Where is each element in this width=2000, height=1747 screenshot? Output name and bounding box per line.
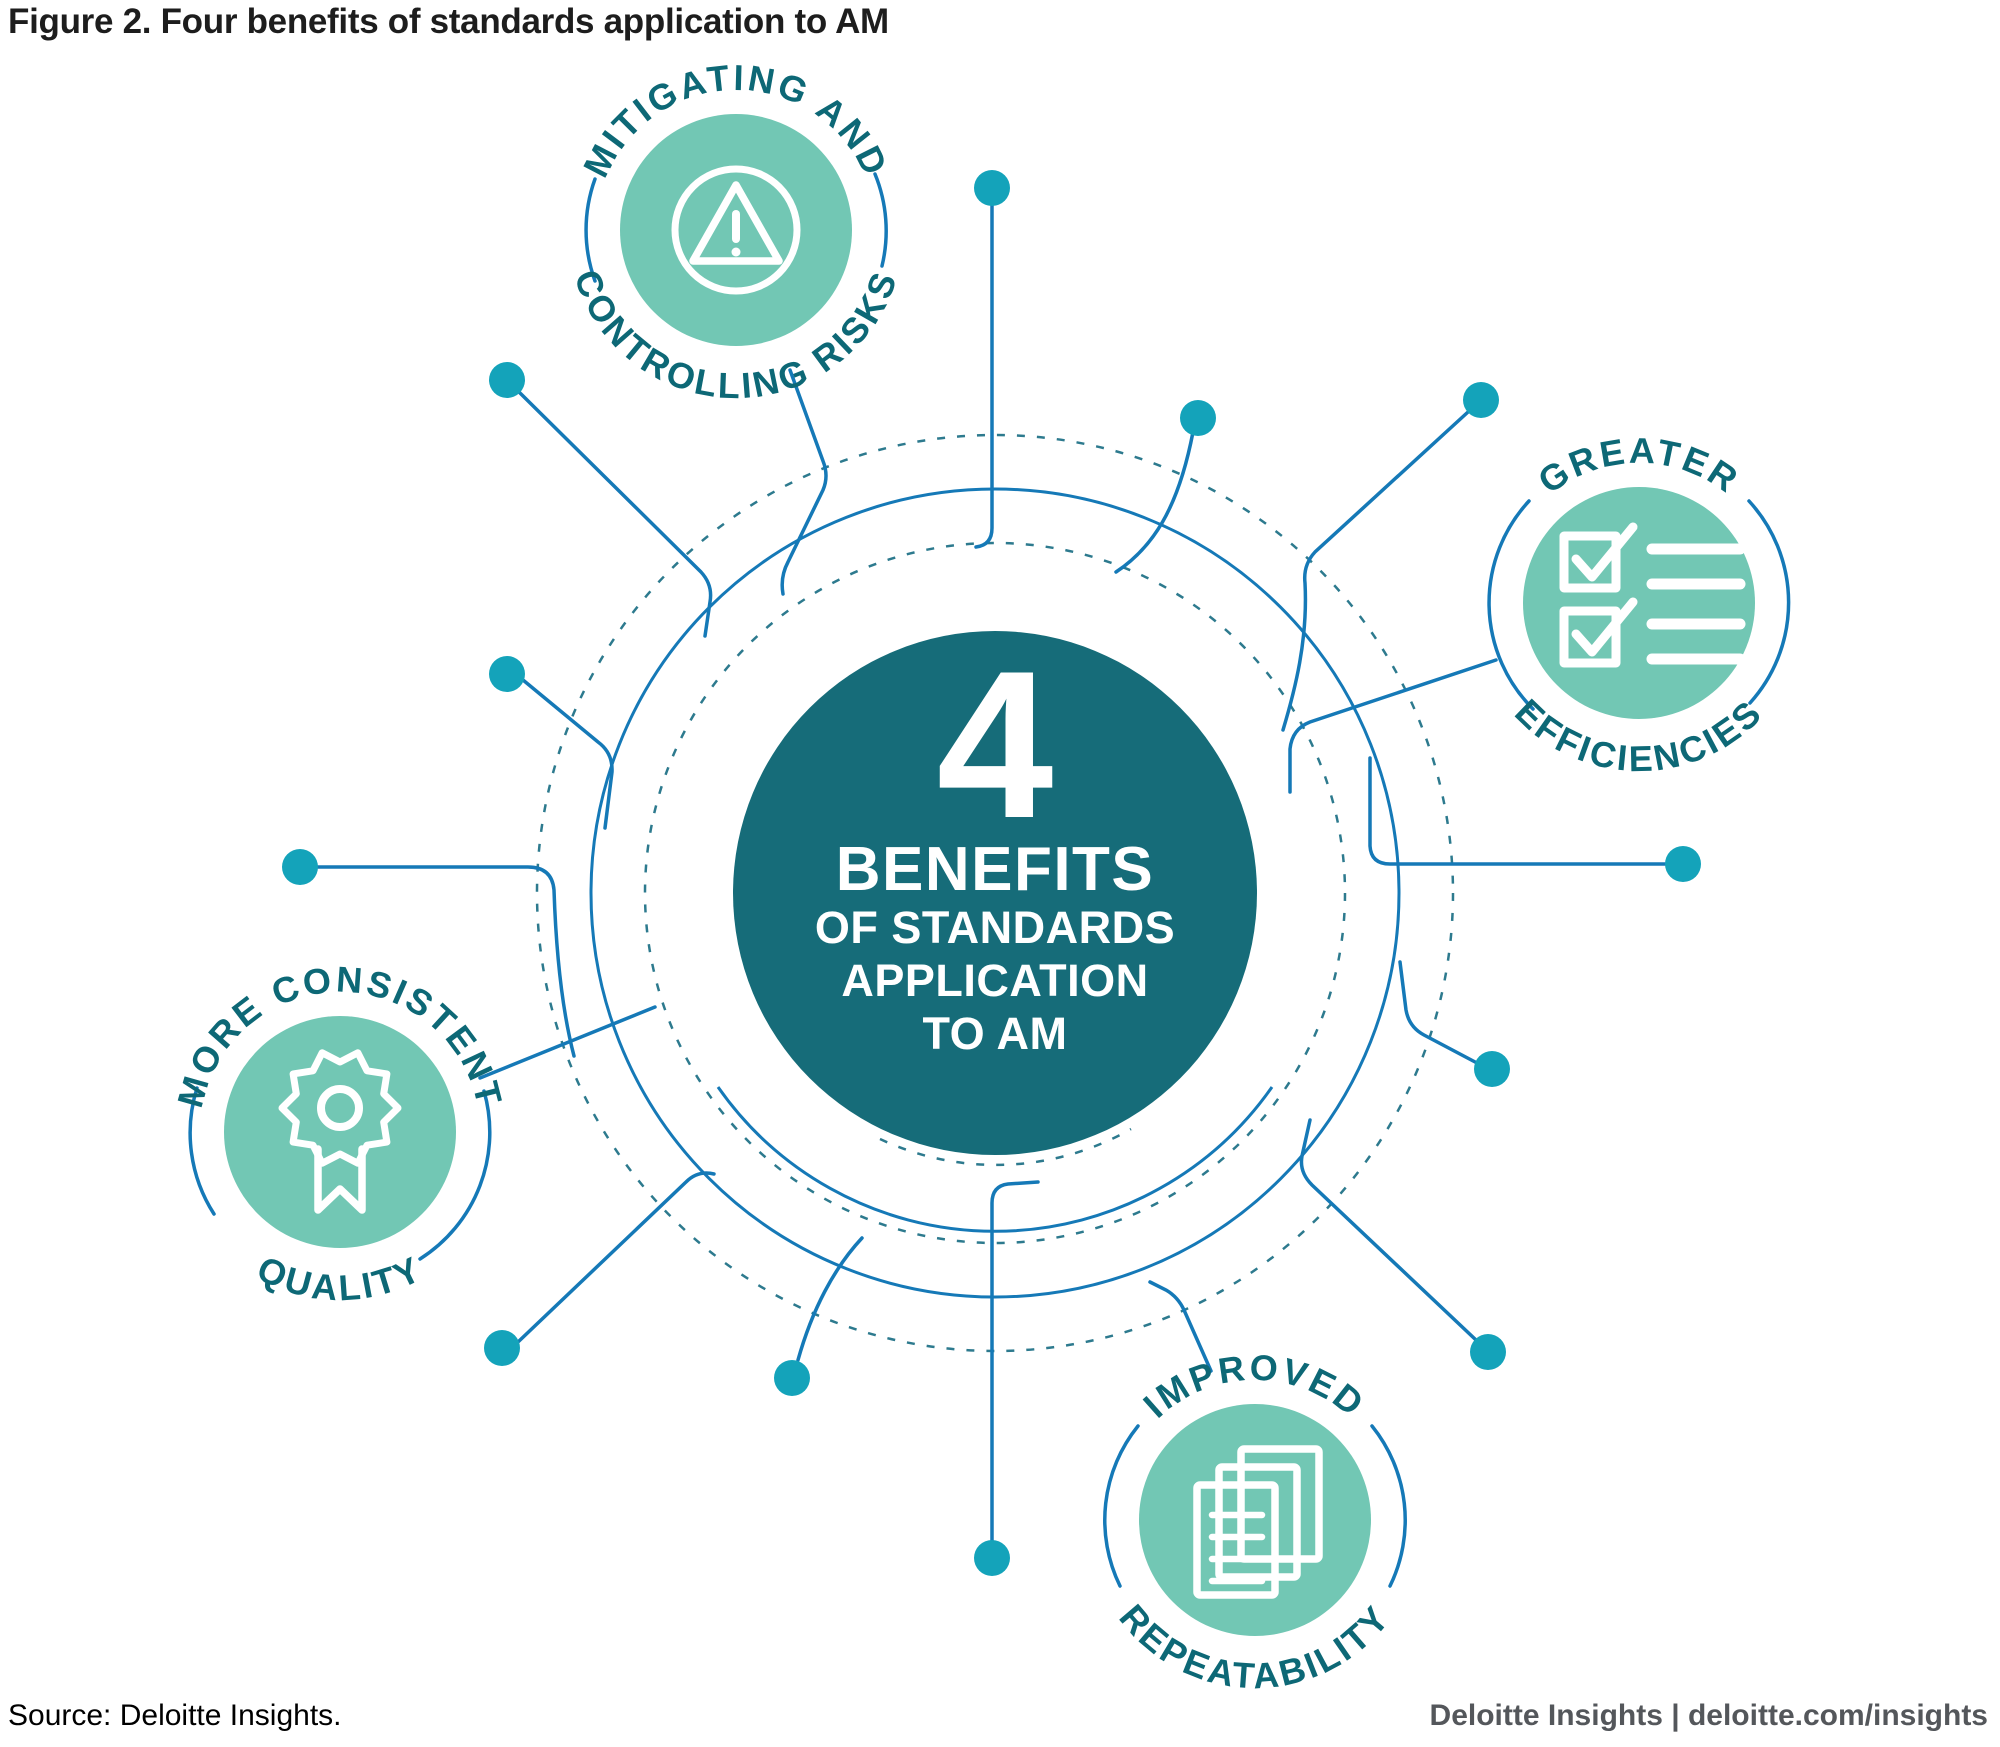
- connector-dots: [282, 170, 1701, 1576]
- center-subtitle-line: TO AM: [923, 1008, 1068, 1059]
- benefit-risks: MITIGATING AND CONTROLLING RISKS: [566, 57, 902, 407]
- radial-line: [990, 1180, 1040, 1543]
- radial-line: [516, 1171, 716, 1344]
- radial-line: [1299, 1118, 1478, 1342]
- radial-line: [517, 390, 713, 638]
- radial-line: [796, 1236, 864, 1362]
- label-ring-arc: [873, 172, 888, 268]
- connector-dot: [1180, 400, 1216, 436]
- label-ring-arc: [188, 1086, 216, 1216]
- benefit-repeatability: IMPROVED REPEATABILITY: [1103, 1346, 1407, 1697]
- warning-triangle-icon: [671, 165, 801, 295]
- connector-dot: [489, 656, 525, 692]
- center-number: 4: [937, 627, 1054, 862]
- connector-dot: [974, 1540, 1010, 1576]
- connector-dot: [1463, 382, 1499, 418]
- label-ring-arc: [418, 1089, 492, 1261]
- checklist-icon: [1559, 522, 1746, 668]
- center-circle-group: 4 BENEFITS OF STANDARDS APPLICATION TO A…: [733, 627, 1257, 1155]
- satellite-connector-line: [478, 1005, 657, 1080]
- connector-dot: [1470, 1334, 1506, 1370]
- center-circle: [733, 631, 1257, 1155]
- label-ring-arc: [1487, 499, 1535, 711]
- benefit-quality: MORE CONSISTENT QUALITY: [169, 958, 508, 1308]
- satellite-connector-line: [1288, 658, 1498, 794]
- radial-line: [1398, 960, 1479, 1065]
- radial-lines: [316, 204, 1667, 1543]
- inner-dashed-ring: [643, 541, 1347, 1245]
- outer-dashed-ring: [535, 433, 1455, 1353]
- radial-line: [1114, 430, 1195, 574]
- connector-dot: [484, 1330, 520, 1366]
- connector-dot: [974, 170, 1010, 206]
- bottom-solid-arc: [716, 1086, 1274, 1233]
- bottom-dashed-arc: [879, 1127, 1132, 1167]
- radial-line: [1281, 410, 1470, 732]
- satellite-connector-line: [780, 368, 828, 596]
- connector-dot: [774, 1360, 810, 1396]
- benefit-label-bottom: QUALITY: [251, 1247, 429, 1308]
- concentric-rings: [535, 433, 1455, 1353]
- label-ring-arc: [1747, 499, 1791, 705]
- source-note: Source: Deloitte Insights.: [8, 1699, 342, 1732]
- radial-line: [974, 204, 994, 549]
- middle-solid-ring: [589, 487, 1401, 1299]
- connector-dot: [1665, 846, 1701, 882]
- center-subtitle-line: APPLICATION: [841, 955, 1148, 1006]
- figure-title: Figure 2. Four benefits of standards app…: [8, 2, 889, 41]
- label-ring-arc: [584, 177, 597, 283]
- center-title: BENEFITS: [836, 835, 1155, 904]
- connector-dot: [489, 362, 525, 398]
- connector-dot: [1474, 1051, 1510, 1087]
- radial-line: [1368, 756, 1667, 866]
- benefit-circle: [1523, 487, 1755, 719]
- benefit-efficiencies: GREATER EFFICIENCIES: [1487, 430, 1791, 779]
- label-ring-arc: [1370, 1424, 1407, 1588]
- stacked-documents-icon: [1193, 1445, 1323, 1599]
- satellite-connector-line: [1148, 1280, 1213, 1373]
- label-ring-arc: [1103, 1424, 1140, 1588]
- radial-line: [521, 678, 614, 830]
- radial-line: [316, 865, 576, 1058]
- center-subtitle-line: OF STANDARDS: [815, 902, 1175, 953]
- benefit-circle: [224, 1016, 456, 1248]
- connector-dot: [282, 849, 318, 885]
- brand-footer: Deloitte Insights | deloitte.com/insight…: [1429, 1699, 1988, 1732]
- benefit-circle: [1139, 1404, 1371, 1636]
- award-ribbon-icon: [278, 1049, 402, 1214]
